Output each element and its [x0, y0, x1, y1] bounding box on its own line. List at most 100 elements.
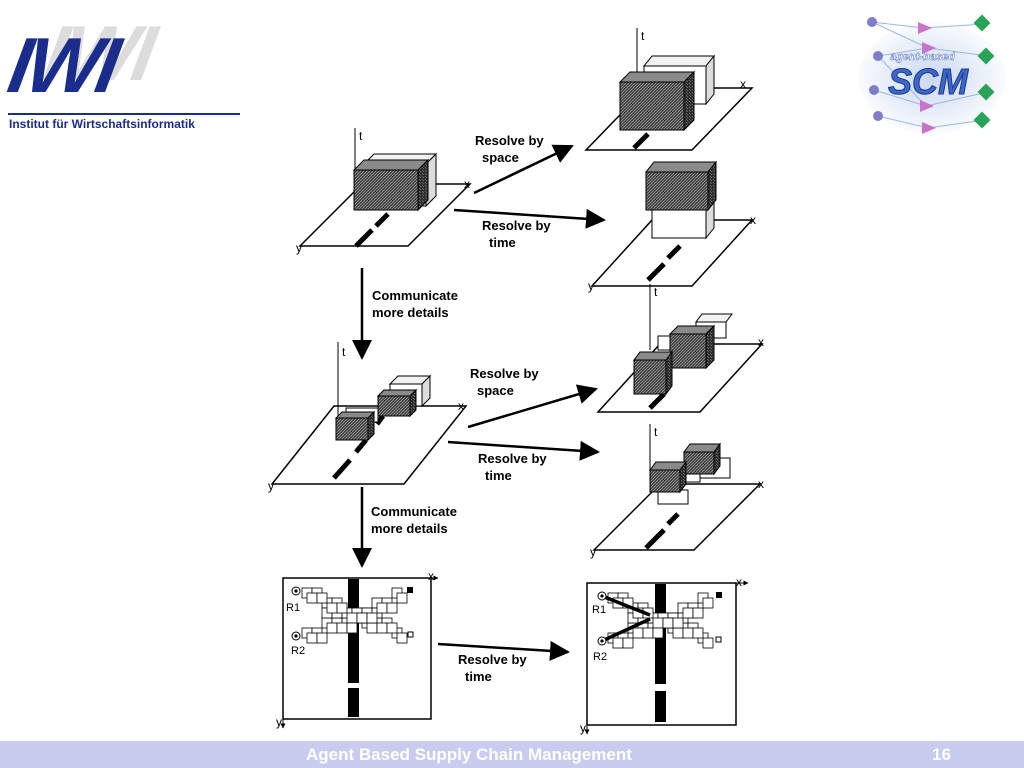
panel-grid-resolved-by-time: x y R1 R2 — [580, 575, 749, 735]
conflict-resolution-diagram: t x y t x — [268, 28, 764, 735]
reservation-block-dark — [633, 324, 716, 396]
grid-cell — [346, 622, 358, 634]
y-axis-label: y — [276, 715, 282, 729]
path-stripe — [375, 414, 385, 426]
grid-frame — [586, 582, 737, 726]
path-stripe — [354, 438, 368, 454]
label-communicate-1: Communicate more details — [372, 288, 462, 320]
label-line: Resolve by — [475, 133, 544, 148]
panel-grid-conflict: x y R1 R2 — [276, 569, 439, 729]
label-line: time — [465, 669, 492, 684]
grid-cell — [386, 622, 398, 634]
label-line: more details — [372, 305, 449, 320]
robot-r2-label: R2 — [593, 651, 607, 663]
label-resolve-time-3: Resolve by time — [458, 652, 530, 684]
label-resolve-time-2: Resolve by time — [478, 451, 550, 483]
goal-marker-2 — [715, 636, 722, 643]
grid-cell — [612, 637, 624, 649]
path-stripe — [648, 392, 666, 410]
grid-cell — [682, 607, 694, 619]
panel-resolved-by-time-1: x y — [588, 160, 756, 293]
scm-logo: agent-based SCM — [858, 14, 1006, 134]
arrow-resolve-time-2 — [447, 440, 600, 461]
robot-r2-marker-dot — [600, 639, 604, 643]
grid-cell — [642, 627, 654, 639]
reservation-block-dark — [334, 388, 418, 442]
path-stripe — [348, 688, 359, 717]
label-line: more details — [371, 521, 448, 536]
panel-resolved-by-space-2: t x — [596, 284, 764, 413]
grid-cell — [326, 622, 338, 634]
iwi-logo-rule — [8, 113, 240, 115]
grid-cell — [366, 612, 378, 624]
grid-frame — [282, 577, 432, 720]
y-axis-label: y — [590, 545, 596, 559]
path-stripe — [655, 691, 666, 722]
path-stripe — [666, 244, 682, 260]
grid-cell — [376, 622, 388, 634]
t-axis-label: t — [654, 425, 658, 439]
label-line: Communicate — [372, 288, 458, 303]
grid-cell — [662, 617, 674, 629]
x-axis-label: x — [428, 569, 434, 583]
goal-marker-1 — [407, 587, 413, 593]
grid-cell — [622, 637, 634, 649]
t-axis-label: t — [359, 129, 363, 143]
footer-title: Agent Based Supply Chain Management — [306, 745, 632, 764]
grid-cell — [376, 602, 388, 614]
iwi-logo: IWI IWI Institut für Wirtschaftsinformat… — [0, 0, 250, 140]
path-stripe — [632, 132, 650, 150]
x-axis-label: x — [464, 177, 470, 191]
scm-logo-tagline: agent-based — [890, 51, 955, 63]
robot-r2-label: R2 — [291, 645, 305, 657]
grid-cell — [396, 632, 408, 644]
label-line: time — [489, 235, 516, 250]
label-line: Resolve by — [470, 366, 539, 381]
path-stripe — [332, 458, 352, 480]
grid-cell — [672, 627, 684, 639]
grid-cell — [326, 602, 338, 614]
reservation-block-dark — [352, 158, 430, 212]
y-axis-label: y — [268, 479, 274, 493]
x-axis-label: x — [458, 399, 464, 413]
page-number: 16 — [932, 745, 951, 764]
grid-cell — [692, 627, 704, 639]
panel-initial-conflict: t x y — [296, 128, 472, 255]
y-axis-label: y — [580, 721, 586, 735]
arrow-resolve-space-2 — [467, 384, 598, 429]
panel-resolved-by-space-1: t x — [584, 28, 754, 151]
x-axis-label: x — [758, 335, 764, 349]
grid-cell — [306, 592, 318, 604]
t-axis-label: t — [641, 29, 645, 43]
goal-marker-1 — [716, 592, 722, 598]
y-axis-label: y — [296, 241, 302, 255]
iwi-logo-subtitle: Institut für Wirtschaftsinformatik — [9, 117, 195, 131]
label-line: Resolve by — [458, 652, 527, 667]
grid-cell — [356, 612, 368, 624]
grid-cell — [346, 612, 358, 624]
x-axis-label: x — [740, 77, 746, 91]
panel-resolved-by-time-2: t x y — [590, 424, 764, 559]
robot-r1-path — [601, 594, 651, 617]
grid-cell — [702, 637, 714, 649]
label-line: space — [482, 150, 519, 165]
grid-cell — [702, 597, 714, 609]
grid-cell — [652, 617, 664, 629]
t-axis-label: t — [654, 285, 658, 299]
arrow-resolve-time-1 — [453, 208, 606, 229]
footer-bar: Agent Based Supply Chain Management 16 — [0, 741, 1024, 768]
grid-cell — [682, 627, 694, 639]
arrow-resolve-time-3 — [437, 640, 570, 661]
label-resolve-space-2: Resolve by space — [470, 366, 542, 398]
reservation-block-light — [651, 198, 715, 240]
reservation-block-dark — [644, 160, 718, 212]
goal-marker-2 — [407, 631, 414, 638]
label-resolve-time-1: Resolve by time — [482, 218, 554, 250]
x-axis-label: x — [758, 477, 764, 491]
grid-cell — [306, 632, 318, 644]
y-axis-label: y — [588, 279, 594, 293]
path-stripe — [644, 528, 666, 550]
path-stripe — [666, 512, 680, 526]
reservation-block-dark — [618, 70, 696, 132]
x-axis-label: x — [750, 213, 756, 227]
